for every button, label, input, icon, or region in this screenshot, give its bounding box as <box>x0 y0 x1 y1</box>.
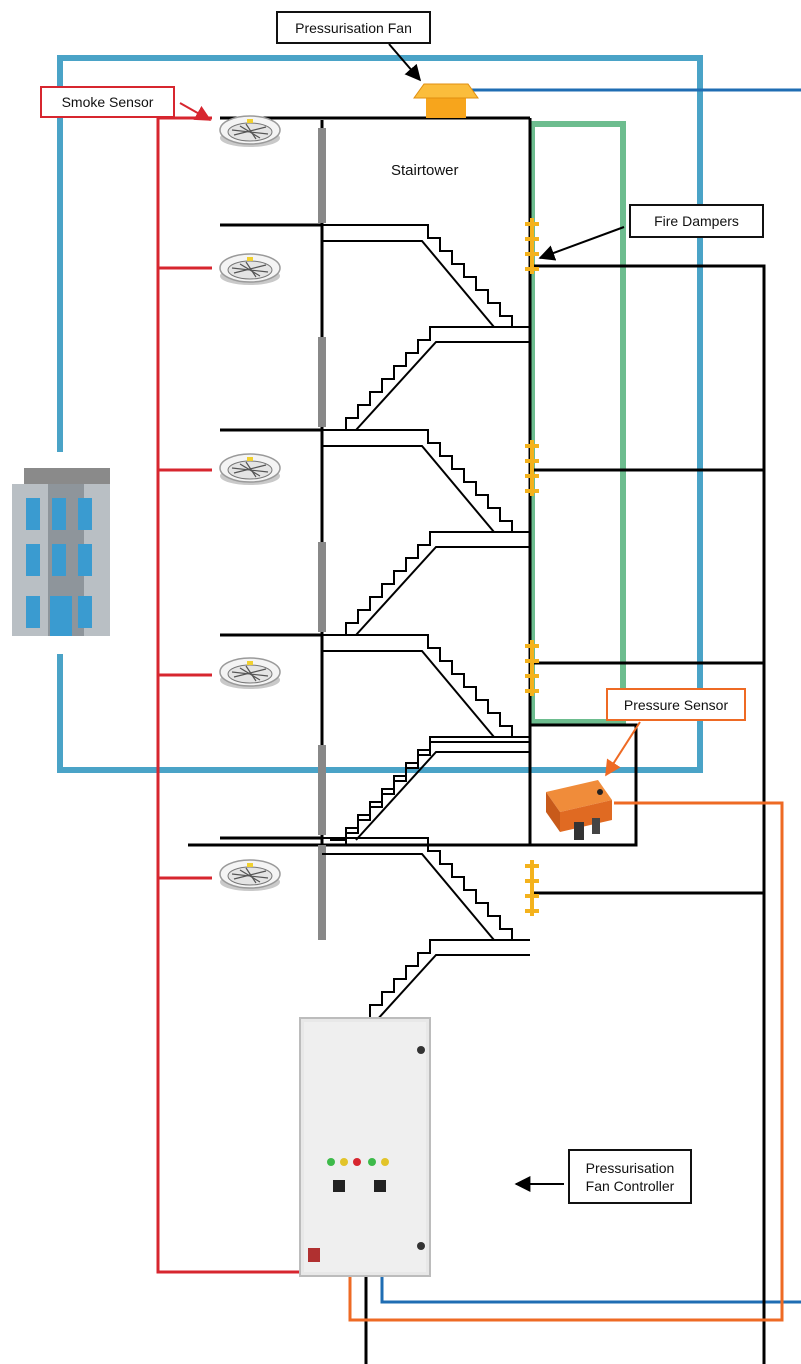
fan-controller-label: Pressurisation Fan Controller <box>568 1149 692 1204</box>
pressure-sensor-label: Pressure Sensor <box>606 688 746 721</box>
fan-controller-label-line2: Fan Controller <box>586 1177 675 1195</box>
fan-icon <box>414 84 478 118</box>
pressure-sensor-icon <box>546 780 612 840</box>
fan-controller-label-line1: Pressurisation <box>586 1159 675 1177</box>
smoke-detector-icon <box>220 116 280 891</box>
callout-arrows <box>180 44 640 1184</box>
building-icon <box>12 468 110 636</box>
fire-dampers-label: Fire Dampers <box>629 204 764 238</box>
stairtower-label: Stairtower <box>391 162 459 179</box>
control-panel-icon <box>300 1018 430 1276</box>
pressurisation-fan-label: Pressurisation Fan <box>276 11 431 44</box>
smoke-sensor-label: Smoke Sensor <box>40 86 175 118</box>
staircases <box>322 225 530 1043</box>
pressurisation-shaft <box>532 124 623 722</box>
